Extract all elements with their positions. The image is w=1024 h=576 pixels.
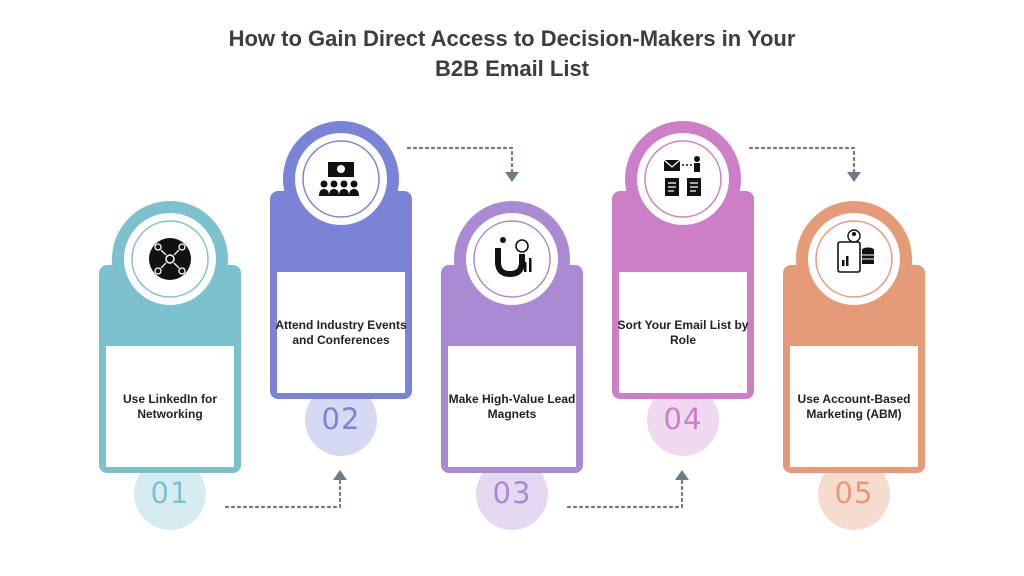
step-04-number: 04 [663,402,703,436]
step-card-02 [270,121,412,456]
number-circle [476,458,548,530]
number-circle [818,458,890,530]
step-05-number: 05 [834,476,874,510]
step-02-number: 02 [321,402,361,436]
linkedin-network-icon [149,238,191,280]
email-sort-role-icon [663,156,701,196]
connector-02-03 [406,146,519,182]
account-based-marketing-icon [837,229,874,273]
number-circle [134,458,206,530]
connector-04-05 [748,146,861,182]
connector-01-02 [224,470,347,509]
step-card-03 [441,201,583,530]
number-circle [305,384,377,456]
step-card-05 [783,201,925,530]
page-title: How to Gain Direct Access to Decision-Ma… [0,24,1024,84]
title-line-2: B2B Email List [434,56,590,81]
conference-event-icon [319,162,359,196]
step-04-text: Sort Your Email List by Role [617,317,749,347]
title-line-1: How to Gain Direct Access to Decision-Ma… [228,26,796,51]
step-card-01 [99,201,241,530]
number-circle [647,384,719,456]
step-card-04 [612,121,754,456]
step-02-text: Attend Industry Events and Conferences [275,317,407,347]
step-05-text: Use Account-Based Marketing (ABM) [797,391,911,421]
step-01-number: 01 [150,476,190,510]
step-01-text: Use LinkedIn for Networking [122,391,217,421]
lead-magnet-icon [495,237,532,278]
step-03-number: 03 [492,476,532,510]
connector-03-04 [566,470,689,509]
step-03-text: Make High-Value Lead Magnets [448,391,576,421]
